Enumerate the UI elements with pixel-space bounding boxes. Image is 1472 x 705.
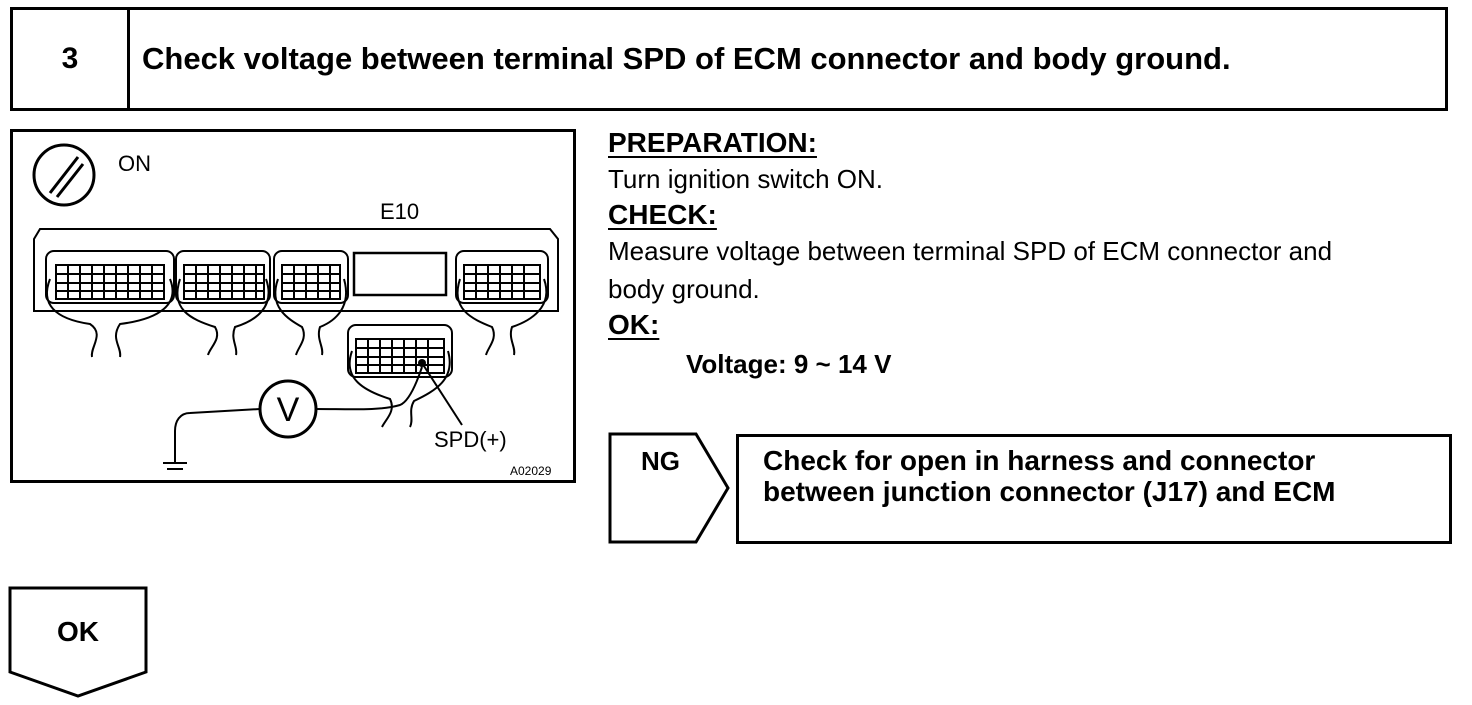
ecm-blank-plate <box>352 251 448 297</box>
voltmeter-icon: V <box>258 379 318 439</box>
ng-label: NG <box>641 446 680 476</box>
ground-icon <box>163 462 187 470</box>
ecm-connector-3 <box>273 250 349 356</box>
step-header: 3 Check voltage between terminal SPD of … <box>10 7 1448 111</box>
step-number: 3 <box>13 10 130 108</box>
preparation-heading: PREPARATION: <box>608 127 817 158</box>
ok-label: OK <box>57 616 99 647</box>
voltage-spec: Voltage: 9 ~ 14 V <box>686 349 892 379</box>
ng-result-line2: between junction connector (J17) and ECM <box>763 476 1336 507</box>
ng-result-box: Check for open in harness and connector … <box>736 434 1452 544</box>
ok-heading: OK: <box>608 309 660 340</box>
ng-result-line1: Check for open in harness and connector <box>763 445 1316 476</box>
wiring-diagram: ON E10 <box>10 129 576 483</box>
ignition-switch-icon <box>32 143 96 207</box>
svg-text:V: V <box>277 391 300 429</box>
ecm-connector-2 <box>175 250 271 356</box>
ecm-connector-1 <box>45 250 175 358</box>
instructions-panel: PREPARATION: Turn ignition switch ON. CH… <box>608 126 1468 386</box>
spd-terminal-label: SPD(+) <box>434 427 507 452</box>
disconnected-ecm-connector <box>347 324 453 428</box>
figure-code: A02029 <box>510 464 552 478</box>
check-heading: CHECK: <box>608 199 717 230</box>
ignition-on-label: ON <box>118 151 151 176</box>
ground-lead <box>174 408 261 463</box>
connector-e10-label: E10 <box>380 199 419 224</box>
check-text-line2: body ground. <box>608 274 760 304</box>
ecm-connector-4 <box>455 250 549 356</box>
ecm-housing <box>33 228 559 312</box>
check-text-line1: Measure voltage between terminal SPD of … <box>608 236 1333 266</box>
preparation-text: Turn ignition switch ON. <box>608 164 884 194</box>
probe-lead <box>313 366 423 411</box>
ng-branch-arrow: NG <box>608 432 732 544</box>
ok-branch-arrow: OK <box>8 586 150 700</box>
step-title: Check voltage between terminal SPD of EC… <box>142 41 1231 76</box>
